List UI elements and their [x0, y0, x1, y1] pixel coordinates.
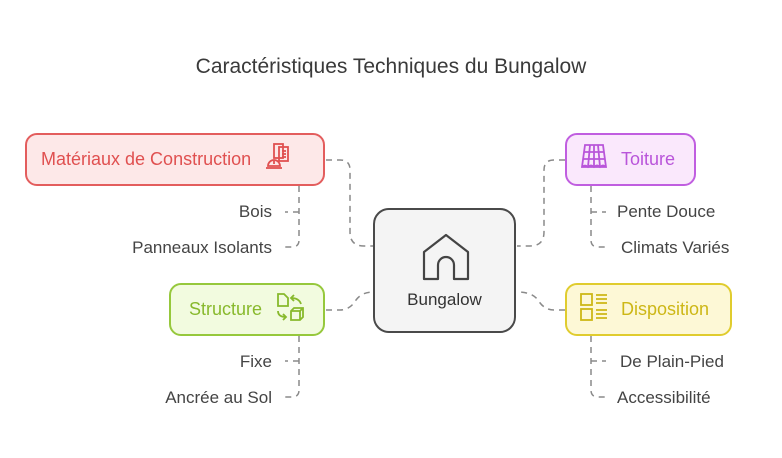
branch-label: Disposition	[621, 299, 710, 319]
branch-structure[interactable]: Structure	[169, 283, 325, 336]
leaf-item: Accessibilité	[617, 388, 711, 407]
branch-disposition[interactable]: Disposition	[565, 283, 732, 336]
roof-tiles-icon	[579, 142, 609, 177]
branch-label: Matériaux de Construction	[41, 149, 252, 169]
leaf-item: Fixe	[239, 352, 272, 371]
central-node-bungalow[interactable]: Bungalow	[373, 208, 516, 333]
leaf-item: De Plain-Pied	[620, 352, 724, 371]
branch-label: Structure	[189, 299, 263, 319]
branch-toiture[interactable]: Toiture	[565, 133, 696, 186]
list-layout-icon	[579, 292, 609, 327]
branch-label: Toiture	[621, 149, 676, 169]
leaf-item: Ancrée au Sol	[165, 388, 272, 407]
leaf-item: Panneaux Isolants	[132, 238, 272, 257]
diagram-title: Caractéristiques Techniques du Bungalow	[195, 55, 587, 78]
central-label: Bungalow	[407, 290, 482, 309]
leaf-item: Bois	[238, 202, 272, 221]
branch-materiaux-construction[interactable]: Matériaux de Construction	[25, 133, 325, 186]
construction-worker-building-icon	[265, 142, 291, 177]
house-icon	[421, 232, 471, 287]
leaf-item: Pente Douce	[617, 202, 716, 221]
document-cube-transform-icon	[276, 292, 306, 327]
leaf-item: Climats Variés	[621, 238, 730, 257]
